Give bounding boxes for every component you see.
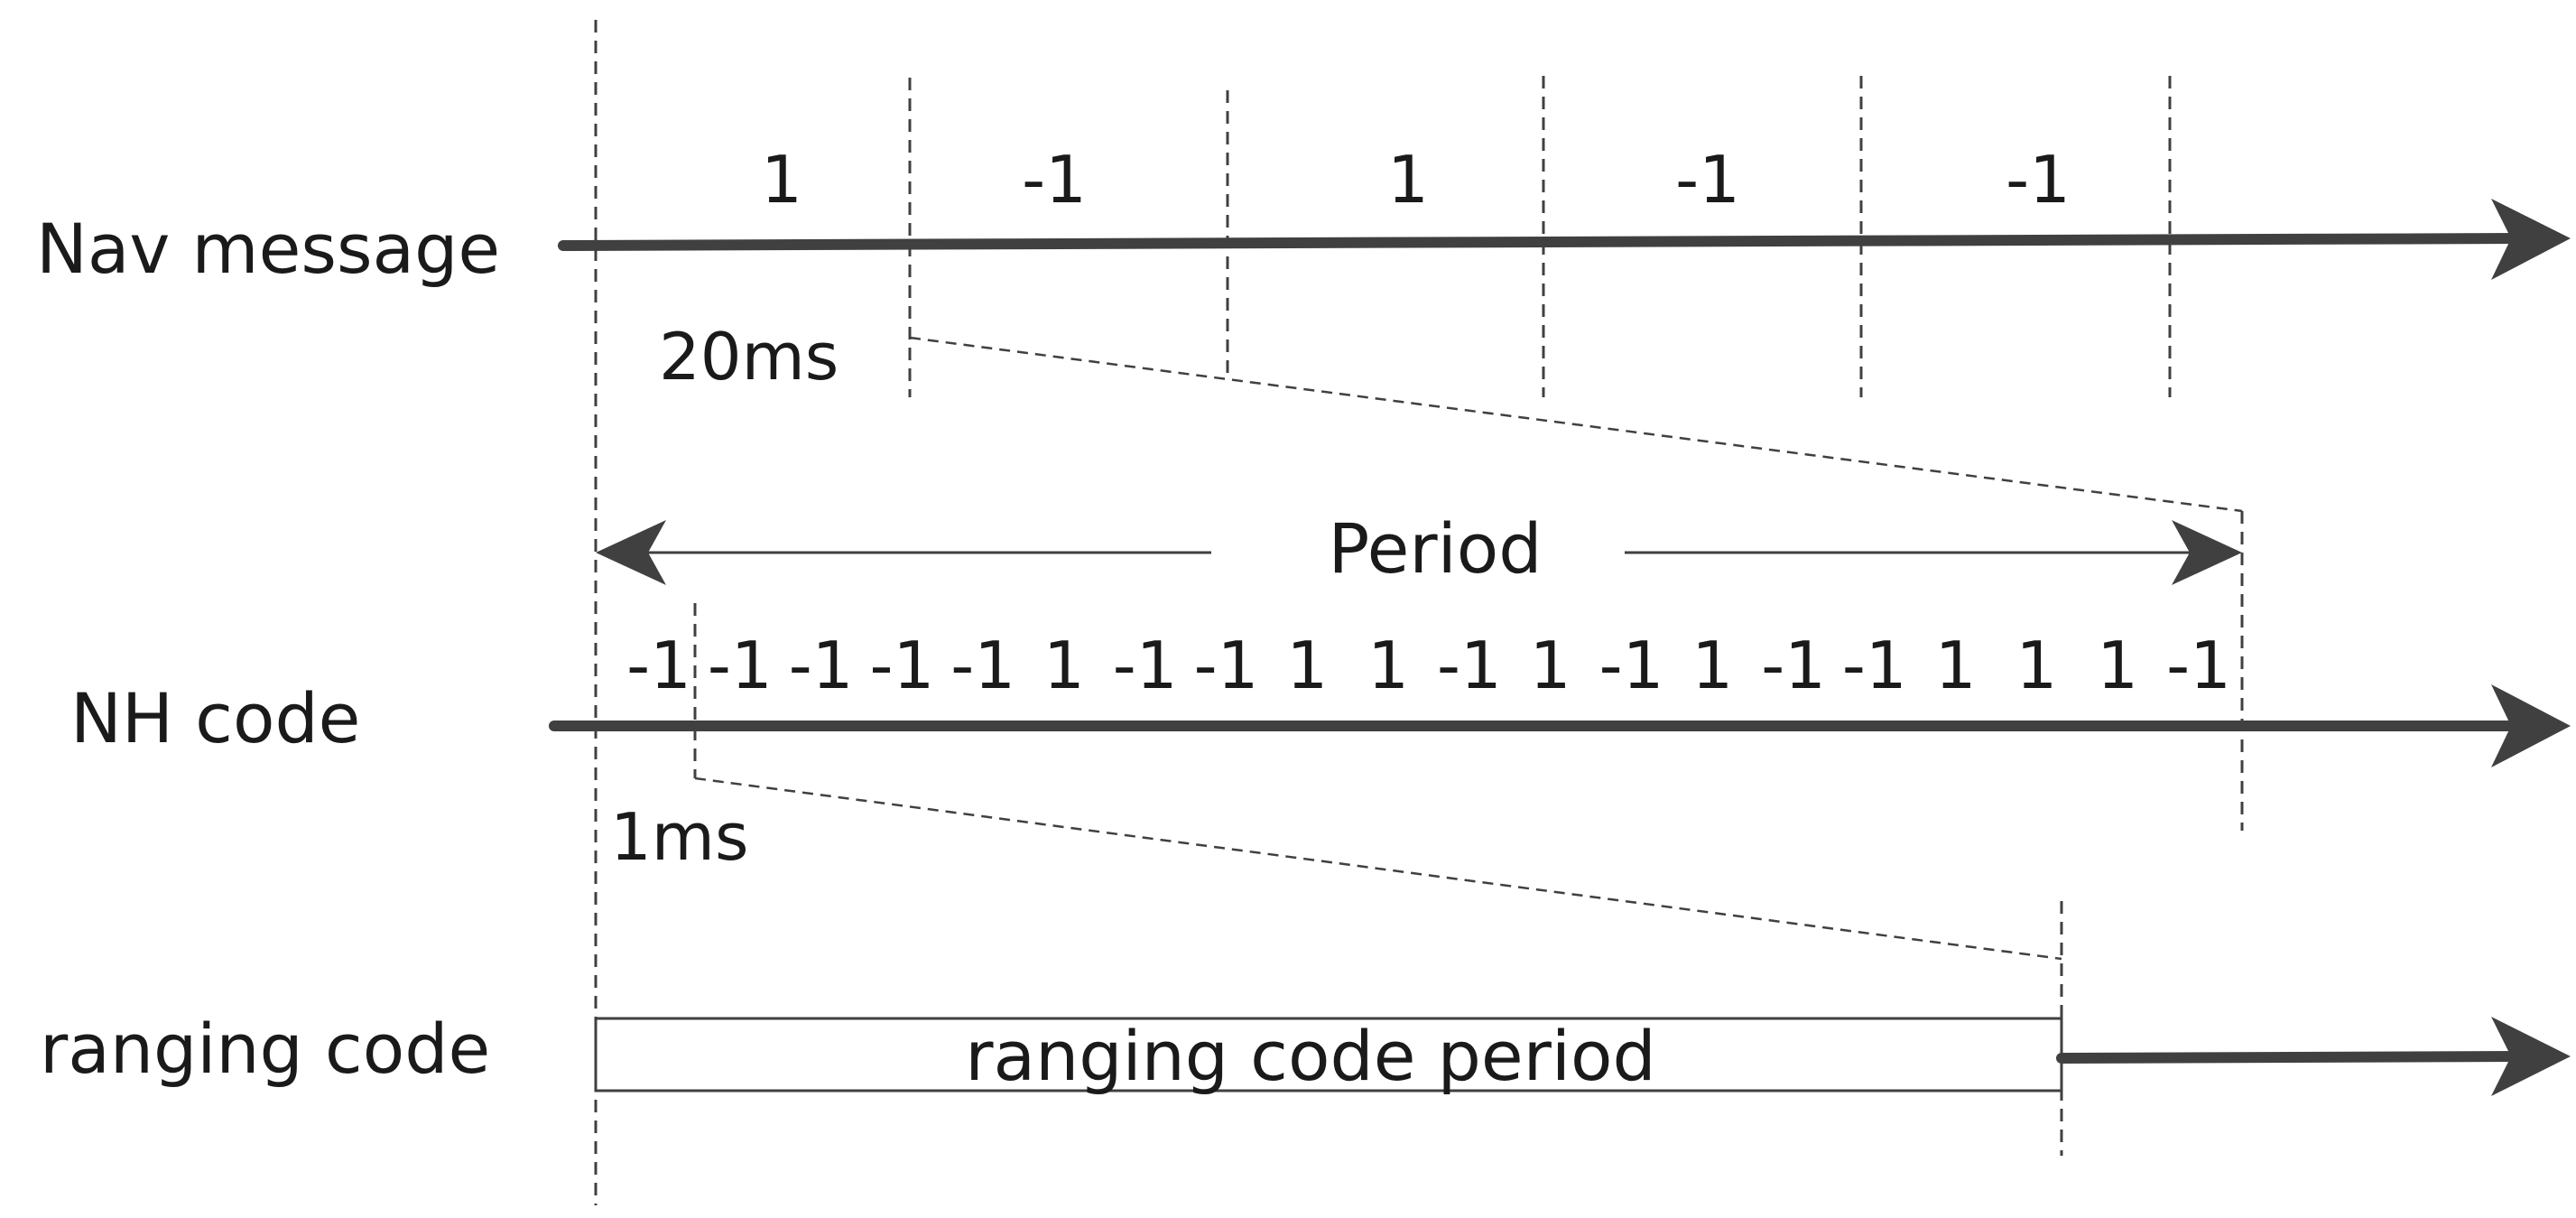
nh-code-bit: 1 [2015,628,2057,703]
ranging-code-axis [2056,1051,2524,1064]
nh-code-bit: -1 [950,628,1015,703]
nav-bit: 1 [1387,142,1429,218]
nh-code-bit: -1 [1599,628,1664,703]
nav-axis-arrowhead [2491,199,2571,280]
nh-code-bit: -1 [626,628,691,703]
ranging-code-period-label: ranging code period [965,1016,1655,1096]
nh-code-bit: -1 [1842,628,1907,703]
period-left-arrowhead [596,520,666,585]
nh-code-bit: 1 [1691,628,1733,703]
nh-code-bit: -1 [2166,628,2231,703]
ranging-code-period-box [594,1017,2063,1092]
period-span: Period [596,508,2242,589]
nav-message-axis [558,233,2524,251]
nh-code-bit: 1 [1043,628,1085,703]
nh-code-bit: -1 [708,628,773,703]
ranging-axis-arrowhead [2491,1017,2571,1096]
nav-bit: -1 [1022,142,1087,218]
nav-message-label: Nav message [36,209,500,289]
nav-bit: -1 [2006,142,2071,218]
nav-zoom-projection [909,336,2243,513]
nh-code-label: NH code [70,678,360,758]
nh-code-bit: -1 [789,628,854,703]
nav-bit-boundaries [908,76,2172,397]
nh-code-bit: -1 [1194,628,1259,703]
ranging-code-label: ranging code [40,1009,490,1089]
nh-chip-duration-label: 1ms [610,799,748,875]
nh-code-bit: -1 [1113,628,1178,703]
nh-code-bit: -1 [1761,628,1826,703]
nav-bits: 1 -1 1 -1 -1 [761,142,2071,218]
nh-code-bit: 1 [1935,628,1977,703]
nh-code-bit: 1 [1286,628,1328,703]
nh-code-bit: -1 [1437,628,1502,703]
nav-bit: 1 [761,142,802,218]
nh-zoom-projection [694,776,2062,961]
nh-code-bit: 1 [2097,628,2138,703]
nh-code-bit: 1 [1367,628,1409,703]
nh-code-bit: 1 [1530,628,1571,703]
period-right-arrowhead [2172,520,2242,585]
period-label: Period [1329,508,1543,589]
nav-bit: -1 [1675,142,1740,218]
nav-bit-duration-label: 20ms [659,319,839,395]
nh-axis-arrowhead [2491,684,2571,767]
nh-code-bit: -1 [870,628,935,703]
